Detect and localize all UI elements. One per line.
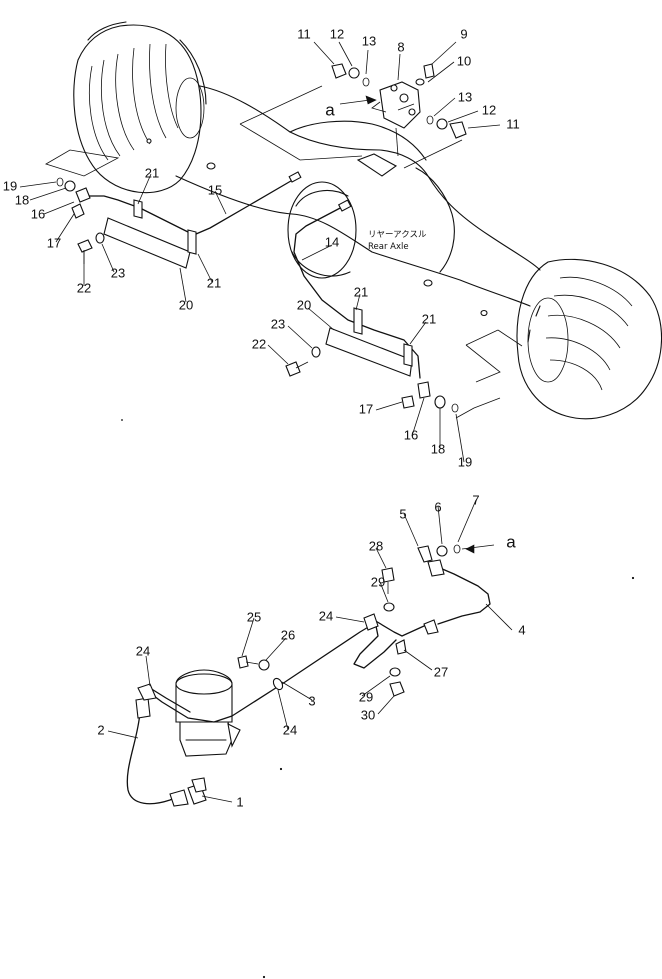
callout-25: 25 [247, 609, 261, 624]
callout-10: 10 [457, 53, 471, 68]
callout-11b: 11 [506, 116, 520, 131]
washer-29-upper [383, 602, 395, 612]
leader-lines [19, 41, 513, 803]
axle-note-jp: リヤーアクスル [368, 230, 427, 240]
pipe-27 [353, 613, 439, 669]
connector-a-lower: a [506, 532, 516, 551]
callout-22b: 22 [252, 336, 266, 351]
right-tire [516, 258, 662, 420]
callout-7: 7 [472, 492, 479, 507]
nut-30 [389, 681, 405, 697]
callout-26: 26 [281, 627, 295, 642]
axle-note-en: Rear Axle [368, 242, 409, 252]
callout-22: 22 [77, 280, 91, 295]
callout-29b: 29 [359, 689, 373, 704]
pipe-3 [137, 625, 371, 723]
callout-4: 4 [518, 622, 525, 637]
scan-specks [121, 419, 635, 979]
hose-4 [417, 545, 491, 625]
callout-20b: 20 [297, 297, 311, 312]
callout-14: 14 [325, 234, 339, 249]
callout-15: 15 [208, 182, 222, 197]
callout-21d: 21 [422, 311, 436, 326]
callout-18b: 18 [431, 441, 445, 456]
callout-24b: 24 [136, 643, 150, 658]
callout-16: 16 [31, 206, 45, 221]
fittings-right [285, 346, 459, 413]
callout-18: 18 [15, 192, 29, 207]
callout-23b: 23 [271, 316, 285, 331]
callout-21a: 21 [145, 165, 159, 180]
bracket-20-left [103, 199, 197, 269]
callout-21b: 21 [207, 275, 221, 290]
rear-axle-housing [73, 21, 662, 420]
callout-8: 8 [397, 39, 404, 54]
callout-28: 28 [369, 538, 383, 553]
bracket-20-right [325, 307, 413, 377]
hose-2 [126, 697, 189, 807]
elbow-fitting-1 [187, 777, 207, 805]
washer-29-lower [389, 667, 401, 677]
callout-1: 1 [236, 794, 243, 809]
callout-13b: 13 [458, 89, 472, 104]
callout-23: 23 [111, 265, 125, 280]
callout-16b: 16 [404, 427, 418, 442]
bracket-8 [356, 81, 421, 177]
left-tire [73, 21, 207, 194]
callout-2: 2 [97, 722, 104, 737]
callout-21c: 21 [354, 284, 368, 299]
callout-6: 6 [434, 499, 441, 514]
callout-5: 5 [399, 506, 406, 521]
callout-numbers: 11 12 13 8 9 10 13 12 11 19 18 16 21 15 … [3, 26, 526, 809]
connector-a-upper: a [325, 100, 335, 119]
callout-3: 3 [308, 693, 315, 708]
callout-29: 29 [371, 574, 385, 589]
callout-11: 11 [297, 26, 311, 41]
callout-17: 17 [47, 235, 61, 250]
callout-12b: 12 [482, 102, 496, 117]
callout-20: 20 [179, 297, 193, 312]
callout-27: 27 [434, 664, 448, 679]
fittings-left [56, 177, 105, 264]
callout-19: 19 [3, 178, 17, 193]
bolt-28 [381, 567, 395, 594]
washer-26 [258, 659, 270, 671]
nut-6 [436, 545, 448, 557]
callout-24a: 24 [319, 608, 333, 623]
callout-17b: 17 [359, 401, 373, 416]
callout-24c: 24 [283, 722, 297, 737]
callout-12: 12 [330, 26, 344, 41]
oring-7 [453, 544, 461, 554]
fittings-upper [331, 63, 467, 139]
callout-13: 13 [362, 33, 376, 48]
callout-30: 30 [361, 707, 375, 722]
air-tank-valve [175, 669, 241, 757]
bolt-25 [237, 655, 259, 669]
callout-9: 9 [460, 26, 467, 41]
outline-leaders [45, 85, 523, 419]
callout-19b: 19 [458, 454, 472, 469]
